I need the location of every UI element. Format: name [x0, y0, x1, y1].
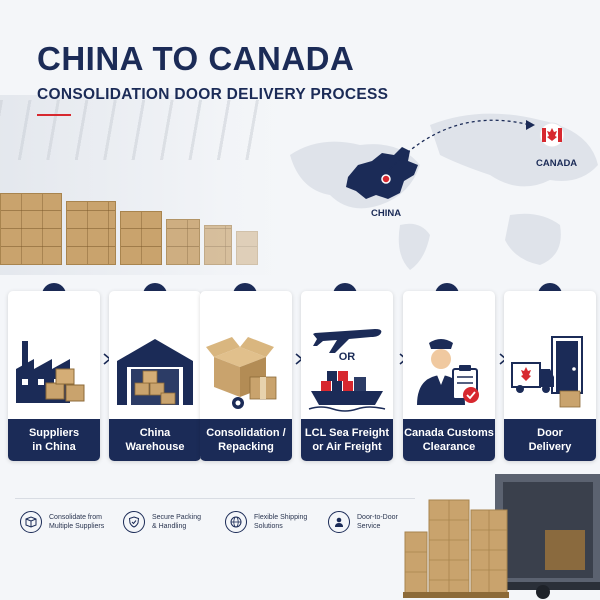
canada-label: CANADA	[536, 158, 578, 169]
step-label-1: Suppliers in China	[8, 419, 100, 461]
or-text: OR	[338, 351, 356, 363]
route-arrowhead	[526, 120, 535, 130]
step-label-4: LCL Sea Freight or Air Freight	[301, 419, 393, 461]
step-label-5: Canada Customs Clearance	[403, 419, 495, 461]
step-card-warehouse: China Warehouse	[109, 291, 201, 461]
customs-officer-icon	[417, 339, 479, 405]
shield-icon	[123, 511, 145, 533]
step-label-3: Consolidation / Repacking	[200, 419, 292, 461]
route-map	[346, 119, 565, 199]
step-label-2: China Warehouse	[109, 419, 201, 461]
feature-secure-packing: Secure Packing & Handling	[123, 507, 208, 537]
warehouse-icon	[117, 339, 193, 405]
warehouse-rafters	[0, 100, 260, 160]
feature-list: Consolidate from Multiple Suppliers Secu…	[15, 498, 415, 538]
process-steps: 1 Suppliers in China 2 China	[8, 283, 596, 463]
step-card-suppliers: Suppliers in China	[8, 291, 100, 461]
maple-leaf-icon	[547, 128, 557, 141]
door-delivery-icon	[511, 336, 583, 408]
box-icon	[20, 511, 42, 533]
step-label-6: Door Delivery	[504, 419, 596, 461]
step-card-consolidation: Consolidation / Repacking	[200, 291, 292, 461]
page-title: CHINA TO CANADA	[37, 40, 355, 77]
maple-leaf-icon	[521, 367, 531, 381]
route-path	[389, 119, 531, 170]
feature-flexible-shipping: Flexible Shipping Solutions	[225, 507, 310, 537]
person-icon	[328, 511, 350, 533]
feature-consolidate: Consolidate from Multiple Suppliers	[20, 507, 105, 537]
china-shape	[346, 147, 418, 199]
title-underline	[37, 114, 71, 116]
plane-ship-icon	[308, 329, 386, 412]
factory-icon	[16, 341, 85, 403]
page-subtitle: CONSOLIDATION DOOR DELIVERY PROCESS	[37, 86, 389, 103]
delivery-truck-image	[403, 474, 600, 599]
airplane-icon	[313, 329, 382, 353]
ship-icon	[311, 391, 383, 405]
boxes-icon	[206, 337, 277, 409]
china-pin	[381, 174, 391, 184]
globe-icon	[225, 511, 247, 533]
feature-door-to-door: Door-to-Door Service	[328, 507, 413, 537]
step-card-freight: OR LCL Sea Freight or Air Freight	[301, 291, 393, 461]
step-card-customs: Canada Customs Clearance	[403, 291, 495, 461]
china-label: CHINA	[371, 208, 402, 219]
step-card-delivery: Door Delivery	[504, 291, 596, 461]
warehouse-pallets	[0, 180, 265, 265]
